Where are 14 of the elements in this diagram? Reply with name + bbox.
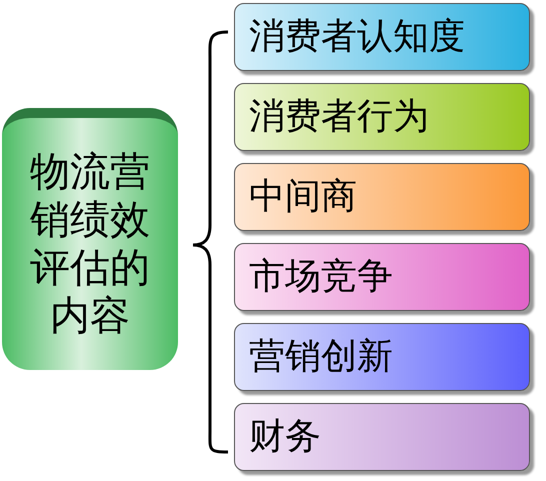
item-text: 消费者认知度 <box>249 17 465 57</box>
item-text: 中间商 <box>249 177 357 217</box>
item-box <box>234 403 530 471</box>
item-text: 财务 <box>249 417 321 457</box>
topic-text: 物流营销绩效评估的内容 <box>29 148 151 340</box>
item-text: 营销创新 <box>249 337 393 377</box>
item-box <box>234 83 530 151</box>
item-text: 消费者行为 <box>249 97 429 137</box>
item-box <box>234 3 530 71</box>
item-box <box>234 243 530 311</box>
topic-box <box>2 108 178 370</box>
item-box <box>234 163 530 231</box>
item-box <box>234 323 530 391</box>
item-text: 市场竞争 <box>249 257 393 297</box>
